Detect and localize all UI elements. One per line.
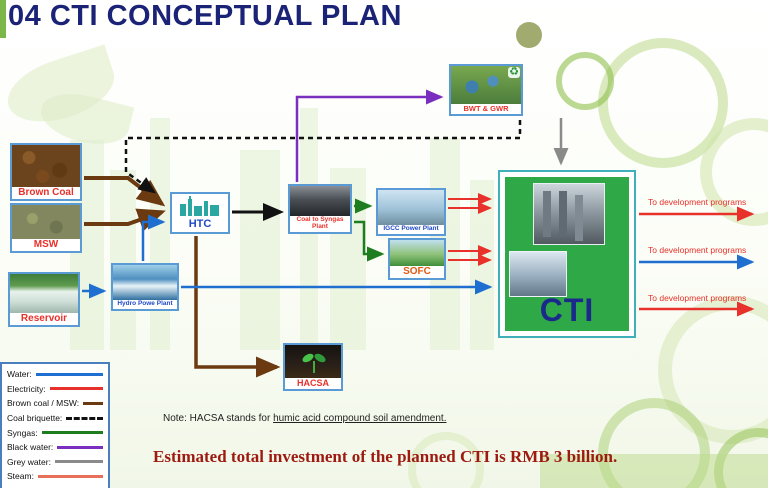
flow-htc-hacsa	[194, 236, 281, 378]
node-label: SOFC	[390, 265, 444, 278]
node-label: Brown Coal	[12, 186, 80, 199]
legend-line-swatch	[35, 372, 103, 376]
node-igcc[interactable]: IGCC Power Plant	[376, 188, 446, 236]
legend-line-swatch	[83, 401, 103, 405]
legend-list: Water: Electricity: Brown coal / MSW: Coal …	[7, 367, 103, 484]
node-label: Coal to Syngas Plant	[290, 216, 350, 232]
sprout-icon	[302, 353, 326, 373]
legend-item: Coal briquette:	[7, 411, 103, 426]
legend-label: Brown coal / MSW:	[7, 398, 80, 409]
msw-image	[12, 205, 80, 239]
legend-label: Black water:	[7, 442, 54, 453]
legend-item: Black water:	[7, 440, 103, 455]
flow-blackwater-bwt	[295, 89, 444, 182]
cti-label: CTI	[539, 292, 595, 328]
flow-hydro-htc	[141, 214, 166, 261]
node-label: Reservoir	[10, 312, 78, 325]
recycle-icon: ♻	[508, 66, 520, 78]
legend-label: Steam:	[7, 471, 34, 482]
flow-browncoal-htc	[84, 176, 166, 207]
cti-panel: CTI	[505, 177, 629, 331]
node-hydro-power-plant[interactable]: Hydro Powe Plant	[111, 263, 179, 311]
coal-to-syngas-image	[290, 186, 350, 217]
node-hacsa[interactable]: HACSA	[283, 343, 343, 391]
node-label: IGCC Power Plant	[378, 225, 444, 234]
legend-line-swatch	[49, 387, 103, 391]
node-label: Hydro Powe Plant	[113, 300, 177, 309]
legend-label: Coal briquette:	[7, 413, 63, 424]
legend-item: Grey water:	[7, 455, 103, 470]
legend-label: Syngas:	[7, 427, 38, 438]
legend-label: Electricity:	[7, 383, 46, 394]
hacsa-image	[285, 345, 341, 378]
node-cti[interactable]: CTI	[498, 170, 636, 338]
node-label: HTC	[172, 218, 228, 232]
node-label: BWT & GWR	[451, 104, 521, 114]
legend-item: Electricity:	[7, 382, 103, 397]
flow-coal-briquette	[124, 120, 522, 194]
legend-line-swatch	[66, 416, 103, 420]
legend-item: Syngas:	[7, 425, 103, 440]
node-msw[interactable]: MSW	[10, 203, 82, 253]
legend-box: Water: Electricity: Brown coal / MSW: Coal …	[0, 362, 110, 488]
cti-plant-photo	[533, 183, 605, 245]
investment-statement: Estimated total investment of the planne…	[153, 447, 618, 466]
htc-image	[172, 194, 228, 219]
brown-coal-image	[12, 145, 80, 187]
note-term: humic acid compound soil amendment.	[273, 413, 447, 424]
legend-label: Grey water:	[7, 456, 51, 467]
legend-line-swatch	[41, 431, 103, 435]
reservoir-image	[10, 274, 78, 313]
output-label-3: To development programs	[648, 293, 747, 303]
legend-line-swatch	[57, 445, 103, 449]
legend-label: Water:	[7, 369, 32, 380]
hydro-image	[113, 265, 177, 301]
node-bwt-gwr[interactable]: ♻ BWT & GWR	[449, 64, 523, 116]
legend-line-swatch	[54, 460, 103, 464]
legend-item: Water:	[7, 367, 103, 382]
bwt-gwr-image: ♻	[451, 66, 521, 105]
title-accent	[0, 0, 6, 38]
output-label-2: To development programs	[648, 245, 747, 255]
node-sofc[interactable]: SOFC	[388, 238, 446, 280]
node-label: HACSA	[285, 377, 341, 389]
factory-icon	[180, 196, 219, 217]
node-label: MSW	[12, 238, 80, 251]
cti-plant-photo-2	[509, 251, 567, 297]
node-htc[interactable]: HTC	[170, 192, 230, 234]
legend-line-swatch	[37, 474, 103, 478]
output-label-1: To development programs	[648, 197, 747, 207]
sofc-image	[390, 240, 444, 266]
legend-item: Brown coal / MSW:	[7, 396, 103, 411]
note-prefix: Note: HACSA stands for	[163, 413, 274, 424]
node-reservoir[interactable]: Reservoir	[8, 272, 80, 327]
page-title: 04 CTI CONCEPTUAL PLAN	[8, 0, 402, 32]
node-coal-to-syngas[interactable]: Coal to Syngas Plant	[288, 184, 352, 234]
node-brown-coal[interactable]: Brown Coal	[10, 143, 82, 201]
legend-item: Steam:	[7, 469, 103, 484]
igcc-image	[378, 190, 444, 226]
hacsa-note: Note: HACSA stands for humic acid compou…	[163, 413, 447, 424]
